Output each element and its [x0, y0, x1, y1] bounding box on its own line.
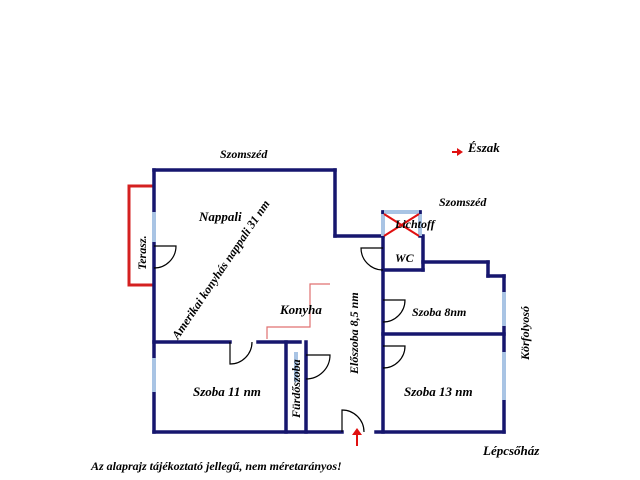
neighbor-top-label: Szomszéd	[220, 147, 268, 161]
lichtoff-cross	[383, 213, 420, 237]
north-arrow-icon	[452, 148, 463, 156]
staircase-label: Lépcsőház	[482, 443, 540, 458]
room13-label: Szoba 13 nm	[404, 384, 473, 399]
living-room-label: Nappali	[198, 209, 242, 224]
hall-label: Előszoba 8,5 nm	[347, 292, 361, 375]
lichtoff-label: Lichtoff	[394, 217, 436, 231]
room11-label: Szoba 11 nm	[193, 384, 261, 399]
wc-label: WC	[395, 251, 415, 265]
bathroom-label: Fürdőszoba	[289, 359, 303, 419]
kitchen-label: Konyha	[279, 302, 322, 317]
disclaimer-text: Az alaprajz tájékoztató jellegű, nem mér…	[90, 459, 342, 473]
neighbor-right-label: Szomszéd	[439, 195, 487, 209]
kitchen-counter-line	[266, 283, 330, 339]
room8-label: Szoba 8nm	[412, 305, 466, 319]
windows	[152, 210, 506, 400]
terrace-outline	[127, 184, 154, 287]
terrace-label: Terasz.	[135, 235, 149, 270]
north-label: Észak	[467, 140, 500, 155]
doors	[153, 245, 406, 433]
entrance-arrow-icon	[352, 428, 362, 446]
corridor-label: Körfolyosó	[518, 306, 532, 361]
